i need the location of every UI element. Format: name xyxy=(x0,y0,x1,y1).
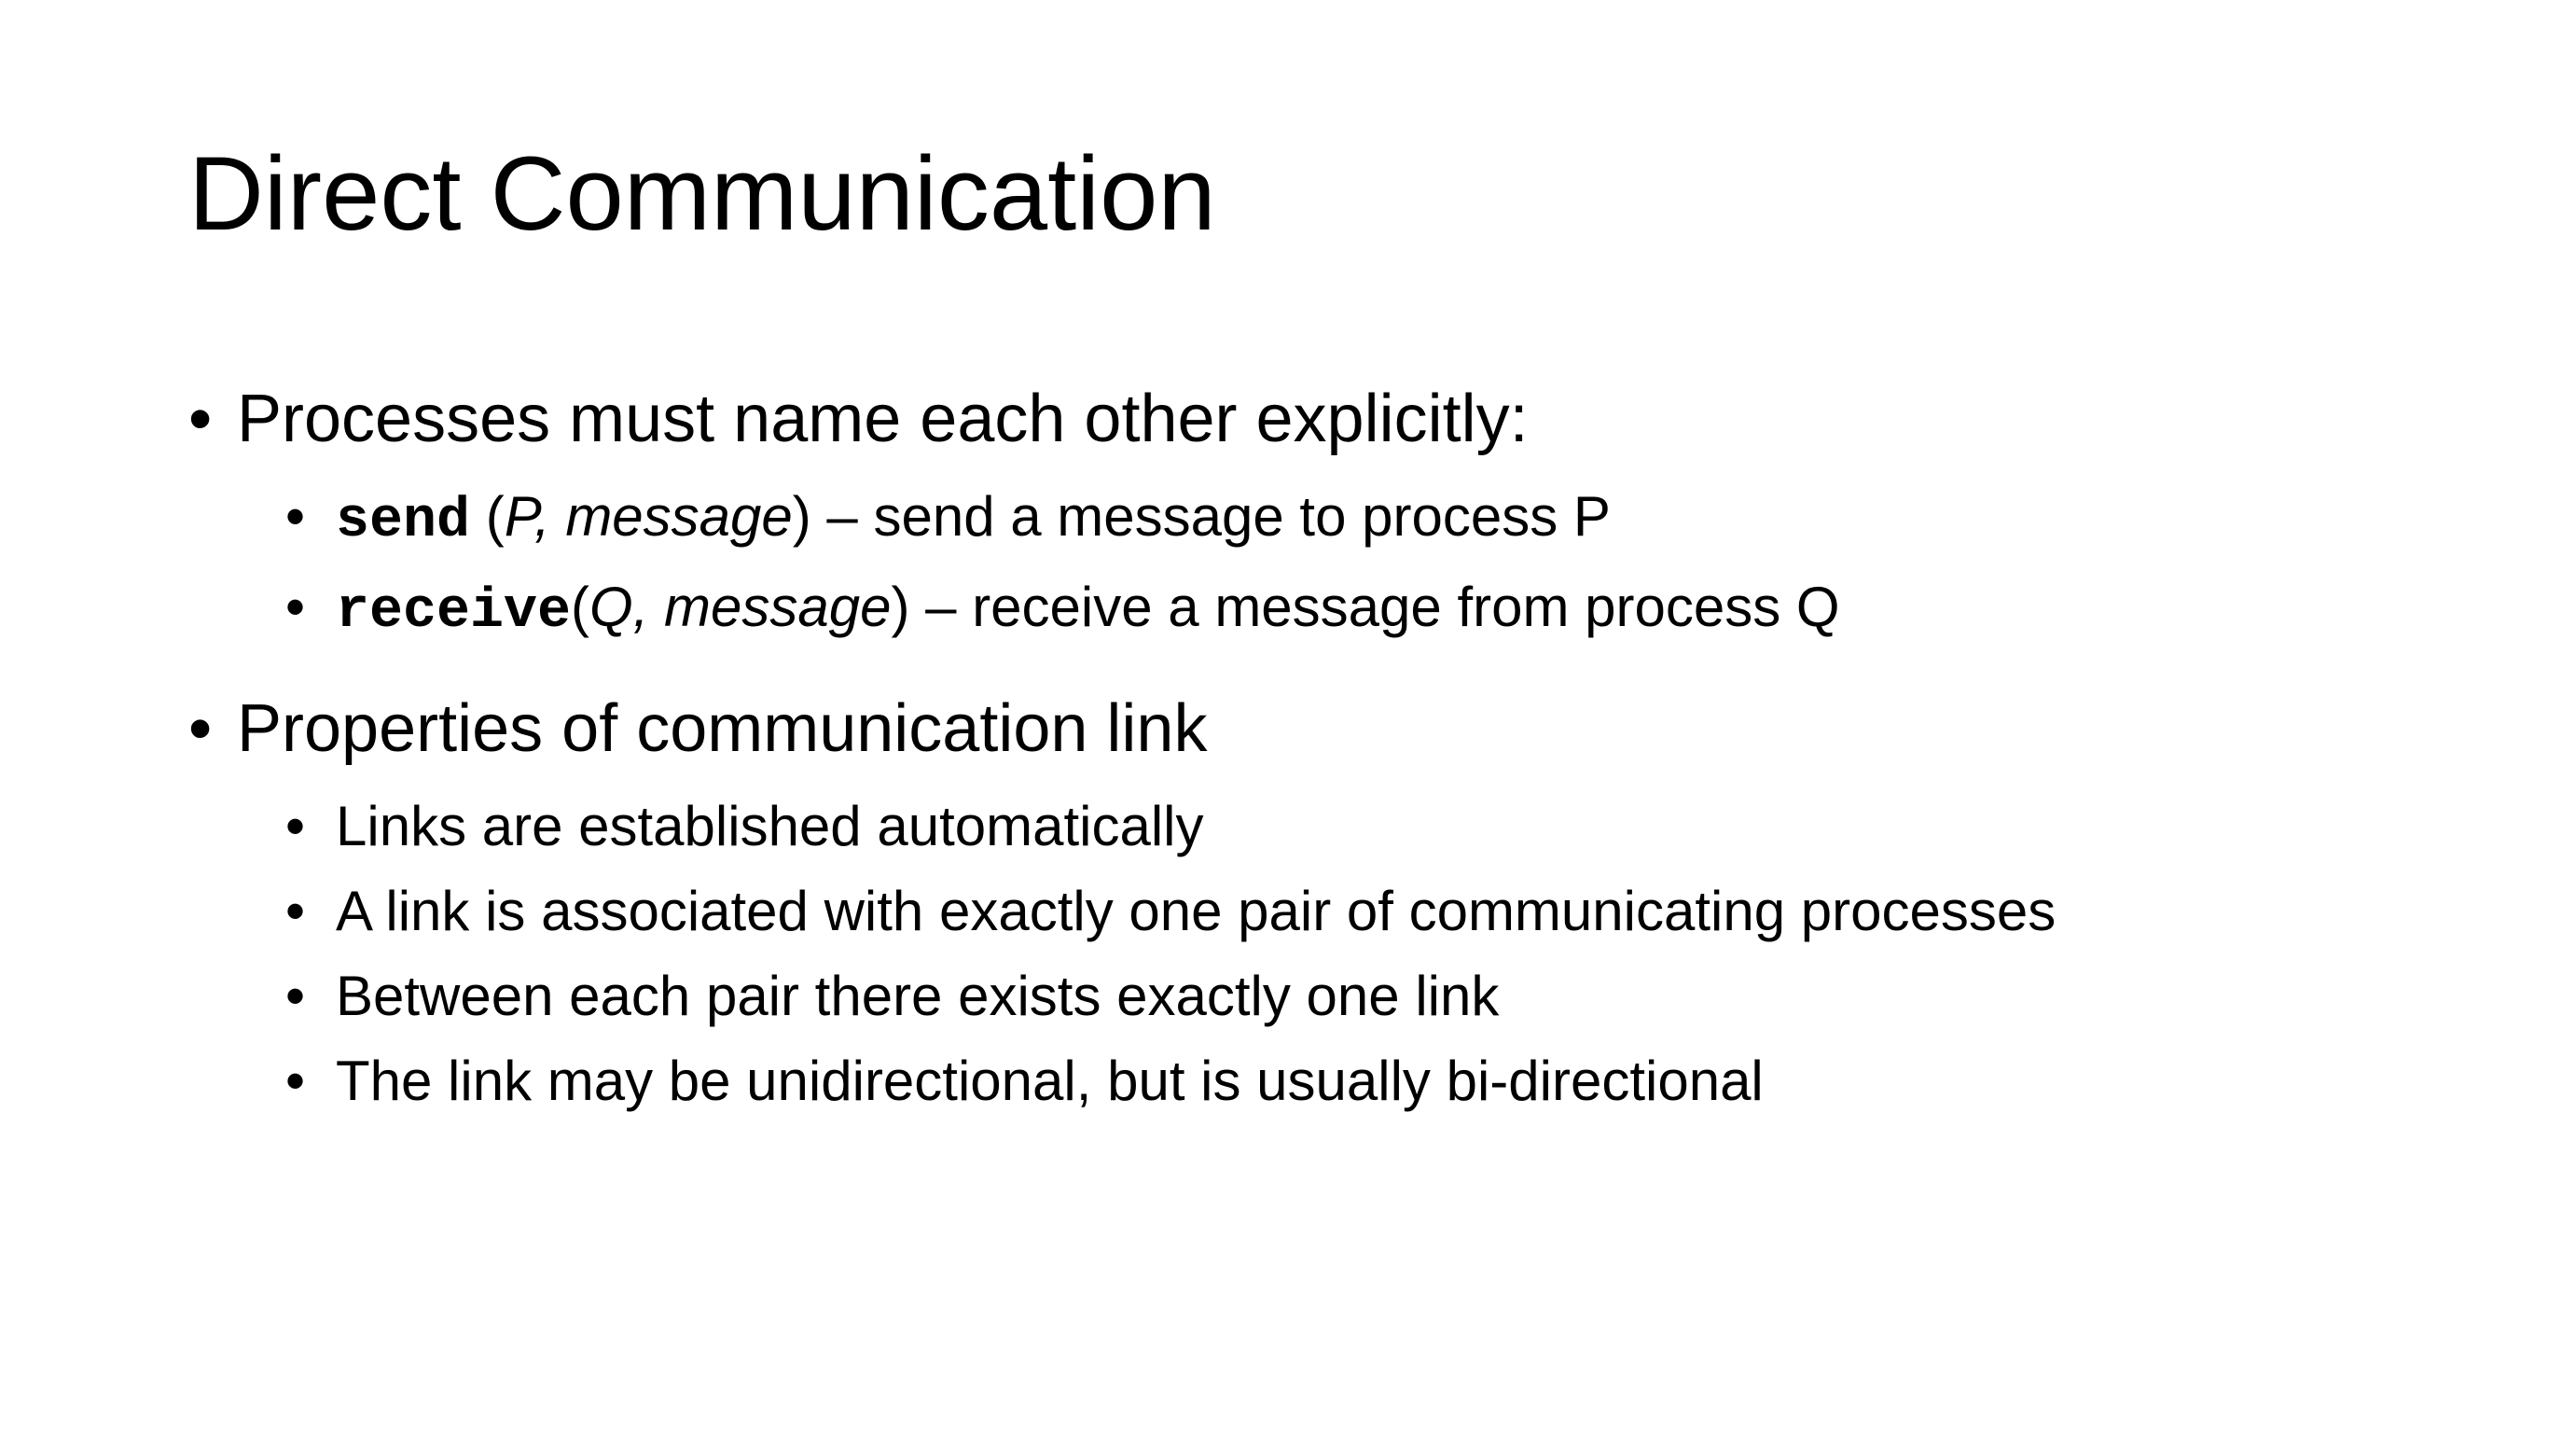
send-open-paren: ( xyxy=(470,485,505,548)
sub-bullet-receive: • receive(Q, message) – receive a messag… xyxy=(188,564,2473,655)
bullet-icon: • xyxy=(285,485,306,548)
send-arguments: P, message xyxy=(504,485,793,548)
receive-open-paren: ( xyxy=(571,576,590,638)
bullet-link-properties: • Properties of communication link xyxy=(188,674,2473,784)
bullet-icon: • xyxy=(285,965,306,1027)
bullet-text: Processes must name each other explicitl… xyxy=(237,382,1529,456)
bullet-processes-name: • Processes must name each other explici… xyxy=(188,364,2473,474)
receive-function-name: receive xyxy=(336,580,572,644)
sub-bullet-links-established: • Links are established automatically xyxy=(188,784,2473,869)
bullet-icon: • xyxy=(188,382,213,456)
receive-arguments: Q, message xyxy=(589,576,892,638)
slide-title: Direct Communication xyxy=(188,135,1216,252)
bullet-icon: • xyxy=(285,795,306,857)
bullet-text: Between each pair there exists exactly o… xyxy=(336,965,1500,1027)
sub-bullet-link-one-pair: • A link is associated with exactly one … xyxy=(188,869,2473,953)
bullet-icon: • xyxy=(188,691,213,766)
bullet-text: Links are established automatically xyxy=(336,795,1204,857)
bullet-icon: • xyxy=(285,880,306,942)
bullet-text: A link is associated with exactly one pa… xyxy=(336,880,2057,942)
sub-bullet-send: • send (P, message) – send a message to … xyxy=(188,474,2473,564)
sub-bullet-directionality: • The link may be unidirectional, but is… xyxy=(188,1038,2473,1123)
bullet-text: The link may be unidirectional, but is u… xyxy=(336,1050,1764,1112)
sub-bullet-one-link: • Between each pair there exists exactly… xyxy=(188,953,2473,1038)
slide-body: • Processes must name each other explici… xyxy=(188,364,2473,1123)
receive-description: ) – receive a message from process Q xyxy=(891,576,1840,638)
bullet-icon: • xyxy=(285,576,306,638)
send-description: ) – send a message to process P xyxy=(792,485,1611,548)
bullet-text: Properties of communication link xyxy=(237,691,1208,766)
send-function-name: send xyxy=(336,490,471,553)
bullet-icon: • xyxy=(285,1050,306,1112)
